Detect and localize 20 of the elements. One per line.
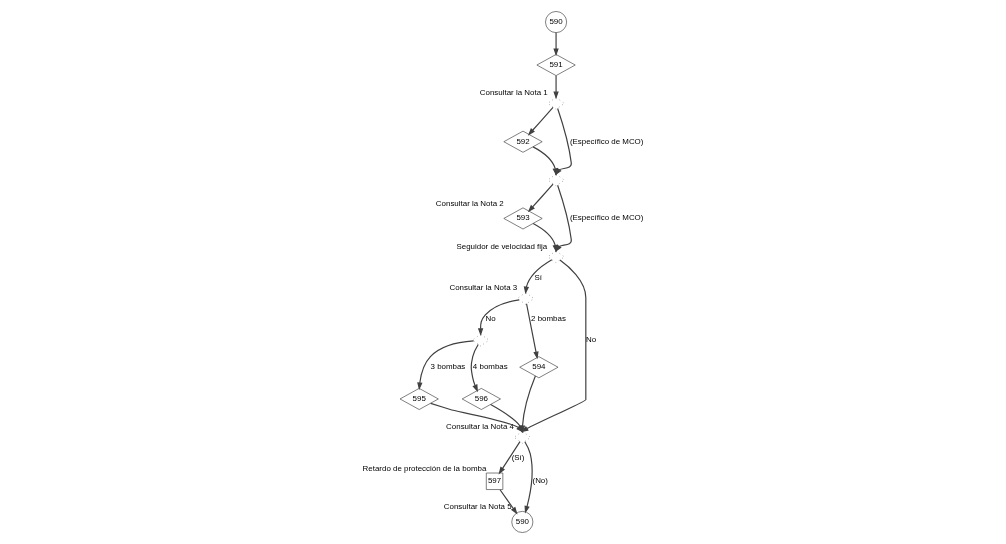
arrow [498,441,521,475]
arrow [553,75,559,100]
arrow [532,146,558,176]
arrow [470,343,479,393]
arrow [499,489,518,515]
node-diamond [547,173,565,187]
arrow [523,259,553,295]
node-diamond [517,292,535,305]
arrow [525,303,539,360]
arrow [417,340,475,391]
arrow [527,183,554,213]
node-diamond [472,333,490,347]
arrow [527,106,554,136]
node-diamond [513,431,531,444]
node-diamond [547,97,565,110]
arrow [532,223,558,253]
arrow [553,32,559,57]
arrow [477,299,520,336]
node-diamond [547,250,565,264]
arrow [524,441,533,514]
